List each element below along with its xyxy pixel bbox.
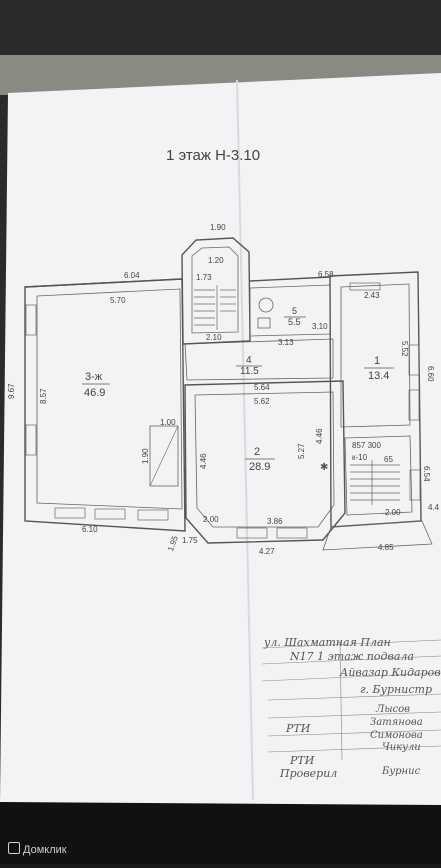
room-5-no: 5 [292, 306, 297, 316]
signature-1: Лысов [375, 704, 410, 715]
stair-label: 857 300 [352, 441, 381, 450]
room-4-area: 11.5 [240, 366, 259, 377]
room-5-area: 5.5 [288, 317, 301, 327]
stamp-line2: N17 1 этаж подвала [289, 650, 414, 663]
svg-text:2.10: 2.10 [206, 333, 222, 342]
svg-text:6.04: 6.04 [124, 271, 140, 280]
room-3-walls [36, 288, 183, 510]
stamp-lines [261, 639, 441, 761]
svg-text:6.10: 6.10 [82, 525, 98, 534]
svg-text:4.85: 4.85 [378, 543, 394, 552]
signature-3: Симонова [370, 730, 423, 741]
watermark: Домклик [8, 842, 67, 856]
svg-text:5.62: 5.62 [254, 397, 270, 406]
svg-text:5.64: 5.64 [254, 383, 270, 392]
stair-inner [191, 246, 239, 334]
svg-text:5.27: 5.27 [297, 443, 306, 459]
signature-2: Затянова [370, 717, 423, 728]
svg-text:8.57: 8.57 [39, 388, 48, 404]
stair-val: 65 [384, 455, 393, 464]
room-2-walls [194, 391, 335, 528]
dimension-labels: 6.04 5.70 9.67 8.57 6.10 6.58 2.43 5.52 … [7, 223, 440, 556]
floor-plan [24, 237, 433, 551]
room-1-area: 13.4 [368, 370, 389, 382]
svg-text:5.52: 5.52 [400, 341, 409, 357]
svg-text:6.54: 6.54 [422, 466, 431, 482]
label-rti-2: РТИ [289, 754, 315, 767]
room-3-no: 3-ж [85, 371, 103, 383]
svg-text:1.20: 1.20 [208, 256, 224, 265]
wall-top-mid [249, 276, 331, 282]
fireplace [149, 425, 179, 487]
svg-text:6.58: 6.58 [318, 270, 334, 279]
windows [25, 282, 421, 539]
stair-steps [194, 285, 400, 505]
stamp-line3: Айвазар Кидаров [339, 666, 441, 679]
domclick-logo-icon [8, 842, 20, 854]
svg-text:4.27: 4.27 [259, 547, 275, 556]
plan-title: 1 этаж Н-3.10 [166, 147, 260, 164]
svg-text:9.67: 9.67 [7, 383, 16, 399]
svg-text:2.00: 2.00 [385, 508, 401, 517]
svg-text:1.73: 1.73 [196, 273, 212, 282]
room-1-walls [340, 283, 411, 428]
room-2-area: 28.9 [249, 461, 270, 473]
stair-k: к-10 [352, 453, 368, 462]
paper-fold [236, 79, 254, 801]
svg-text:5.70: 5.70 [110, 296, 126, 305]
watermark-text: Домклик [23, 844, 67, 856]
room-1-no: 1 [374, 355, 380, 367]
room-3-area: 46.9 [84, 387, 105, 399]
signature-4: Чикули [382, 742, 421, 753]
svg-text:1.90: 1.90 [141, 448, 150, 464]
svg-text:4.46: 4.46 [199, 453, 208, 469]
wall-room-2 [184, 380, 346, 544]
svg-text:1.90: 1.90 [210, 223, 226, 232]
radiator-icon: ✱ [320, 462, 328, 473]
room-4-no: 4 [246, 355, 252, 366]
svg-text:3.10: 3.10 [312, 322, 328, 331]
signature-5: Бурнис [381, 766, 421, 777]
sink-icon [257, 317, 271, 329]
wall-top-left [24, 278, 183, 288]
room-labels: 3-ж 46.9 2 28.9 1 13.4 4 11.5 5 5.5 857 … [82, 306, 394, 473]
svg-text:6.60: 6.60 [426, 366, 435, 382]
svg-text:2.43: 2.43 [364, 291, 380, 300]
paper-sheet [0, 73, 441, 805]
svg-text:2.00: 2.00 [203, 515, 219, 524]
label-check: Проверил [279, 767, 337, 780]
porch [322, 520, 433, 551]
room-2-no: 2 [254, 446, 260, 458]
svg-text:1.75: 1.75 [182, 536, 198, 545]
toilet-icon [258, 297, 274, 313]
svg-text:4.46: 4.46 [315, 428, 324, 444]
wall-stair-tower [181, 237, 251, 345]
stamp: ул. Шахматная План N17 1 этаж подвала Ай… [263, 636, 441, 780]
stamp-line4: г. Бурнистр [360, 683, 432, 696]
stamp-line1: ул. Шахматная План [263, 636, 391, 649]
svg-text:1.00: 1.00 [160, 418, 176, 427]
room-4-walls [184, 338, 334, 381]
svg-text:3.86: 3.86 [267, 517, 283, 526]
label-rti: РТИ [285, 722, 311, 735]
stair-room-walls [344, 435, 413, 516]
svg-text:3.13: 3.13 [278, 338, 294, 347]
svg-text:4.4: 4.4 [428, 503, 440, 512]
